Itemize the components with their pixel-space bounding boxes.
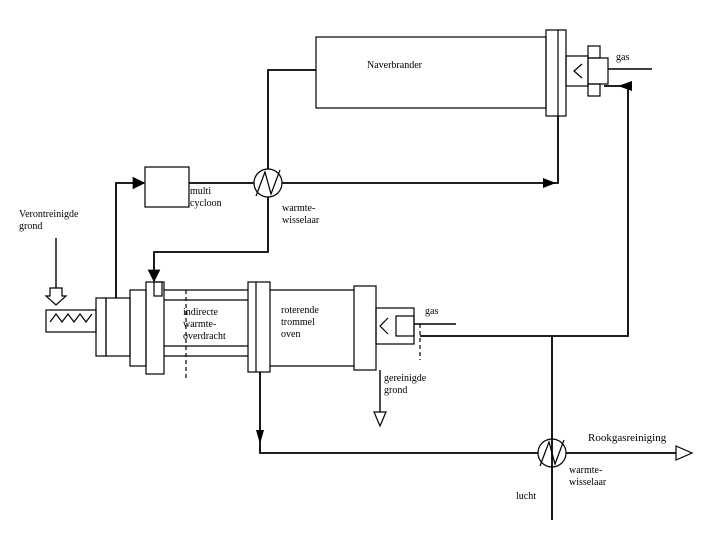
label-indirecte: indirecte [183,307,218,318]
label-gereinigde: gereinigde [384,373,427,384]
label-warmte-2: warmte- [183,319,217,330]
label-wisselaar-1: wisselaar [282,215,320,226]
rotary-drum [95,281,456,375]
label-grond-1: grond [19,221,43,232]
dashed-indicators [185,290,421,380]
label-lucht: lucht [516,491,536,502]
afterburner [315,29,567,117]
label-naverbrander: Naverbrander [367,60,422,71]
label-cycloon: cycloon [190,198,222,209]
label-gas-top: gas [616,52,630,63]
flue-gas-outlet [566,445,694,461]
label-multi: multi [190,186,212,197]
process-lines [115,69,629,520]
label-wisselaar-2: wisselaar [569,477,607,488]
multi-cyclone [144,166,190,208]
label-warmte-1: warmte- [282,203,316,214]
label-roterende: roterende [281,305,319,316]
label-grond-2: grond [384,385,408,396]
label-overdracht: overdracht [183,331,226,342]
label-rookgasreiniging: Rookgasreiniging [588,432,667,444]
feed-hopper [44,238,97,333]
cleaned-soil-outlet [373,370,387,428]
burner-top [565,45,652,97]
label-trommel: trommel [281,317,315,328]
heat-exchanger-1 [253,168,283,198]
label-warmte-3: warmte- [569,465,603,476]
label-verontreinigde: Verontreinigde [19,209,79,220]
label-gas-mid: gas [425,306,439,317]
arrowheads [256,81,632,444]
label-oven: oven [281,329,301,340]
